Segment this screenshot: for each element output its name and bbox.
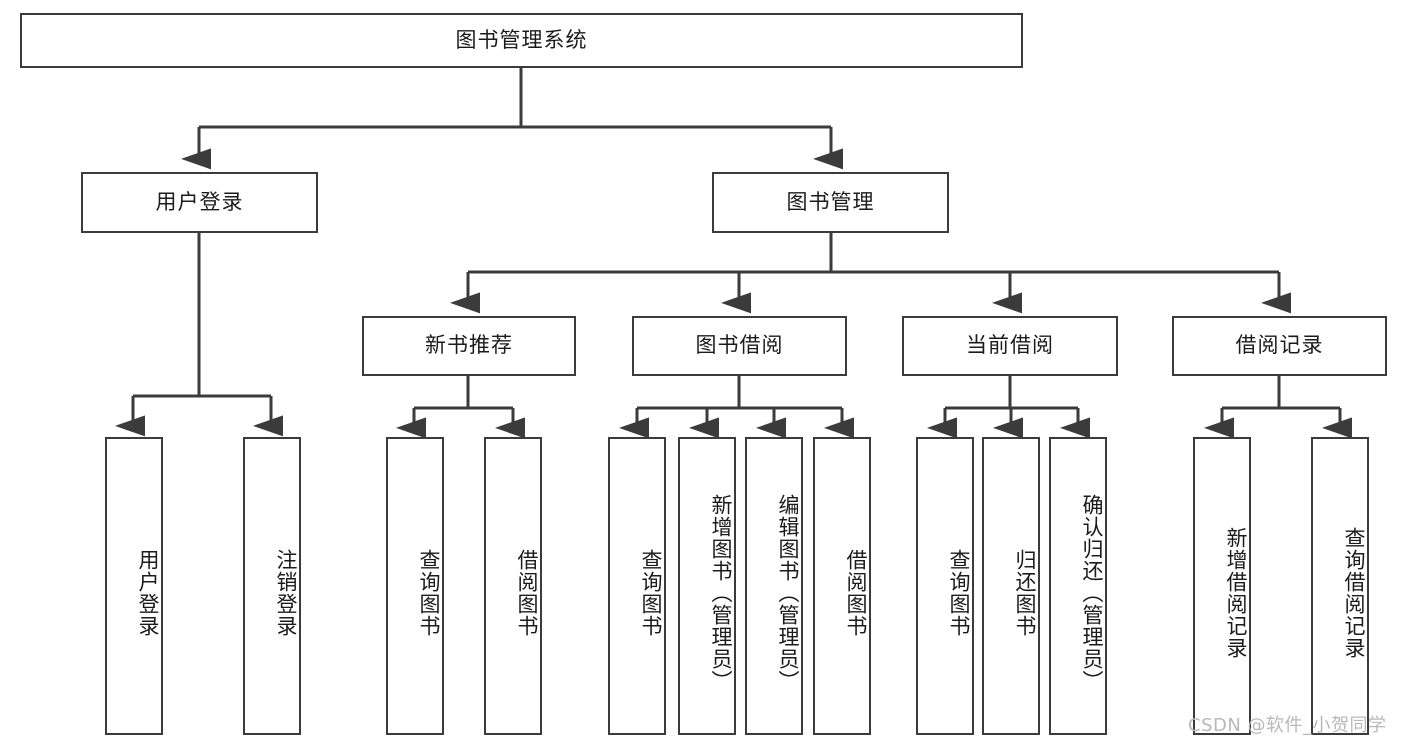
node-label: 用户登录 <box>155 189 244 214</box>
node-label: 新书推荐 <box>425 333 513 358</box>
node-current-borrowing[interactable]: 当前借阅 <box>902 316 1118 376</box>
node-label: 归还图书 <box>1013 549 1037 637</box>
node-label: 查询借阅记录 <box>1342 527 1366 659</box>
node-label: 借阅图书 <box>844 549 868 637</box>
leaf-book-borrow-query-books[interactable]: 查询图书 <box>608 437 666 735</box>
leaf-book-borrow-add-book-admin[interactable]: 新增图书（管理员） <box>678 437 736 735</box>
node-new-book-recommendation[interactable]: 新书推荐 <box>362 316 576 376</box>
leaf-new-book-borrow-books[interactable]: 借阅图书 <box>484 437 542 735</box>
node-label: 注销登录 <box>274 549 298 637</box>
node-label: 编辑图书（管理员） <box>776 494 800 692</box>
csdn-watermark: CSDN @软件_小贺同学 <box>1188 715 1387 736</box>
node-label: 图书管理系统 <box>455 27 588 52</box>
leaf-book-borrow-edit-book-admin[interactable]: 编辑图书（管理员） <box>745 437 803 735</box>
node-book-management[interactable]: 图书管理 <box>712 172 949 233</box>
node-label: 确认归还（管理员） <box>1080 494 1104 692</box>
node-user-login[interactable]: 用户登录 <box>81 172 318 233</box>
leaf-book-borrow-borrow-books[interactable]: 借阅图书 <box>813 437 871 735</box>
node-label: 图书借阅 <box>695 333 784 358</box>
leaf-user-login-logout[interactable]: 注销登录 <box>243 437 301 735</box>
leaf-new-book-query-books[interactable]: 查询图书 <box>386 437 444 735</box>
node-label: 借阅图书 <box>515 549 539 637</box>
leaf-borrow-record-add-record[interactable]: 新增借阅记录 <box>1193 437 1251 735</box>
leaf-current-borrow-query-books[interactable]: 查询图书 <box>916 437 974 735</box>
node-label: 新增借阅记录 <box>1224 527 1248 659</box>
node-label: 查询图书 <box>417 549 441 637</box>
node-book-borrowing[interactable]: 图书借阅 <box>632 316 847 376</box>
node-label: 当前借阅 <box>966 333 1054 358</box>
node-label: 查询图书 <box>639 549 663 637</box>
node-borrowing-record[interactable]: 借阅记录 <box>1172 316 1387 376</box>
leaf-current-borrow-confirm-return-admin[interactable]: 确认归还（管理员） <box>1049 437 1107 735</box>
leaf-current-borrow-return-books[interactable]: 归还图书 <box>982 437 1040 735</box>
node-label: 用户登录 <box>136 549 160 637</box>
node-label: 新增图书（管理员） <box>709 494 733 692</box>
node-label: 图书管理 <box>786 189 875 214</box>
leaf-user-login-login[interactable]: 用户登录 <box>105 437 163 735</box>
node-label: 借阅记录 <box>1235 333 1324 358</box>
node-root-book-management-system[interactable]: 图书管理系统 <box>20 13 1023 68</box>
node-label: 查询图书 <box>947 549 971 637</box>
leaf-borrow-record-query-record[interactable]: 查询借阅记录 <box>1311 437 1369 735</box>
